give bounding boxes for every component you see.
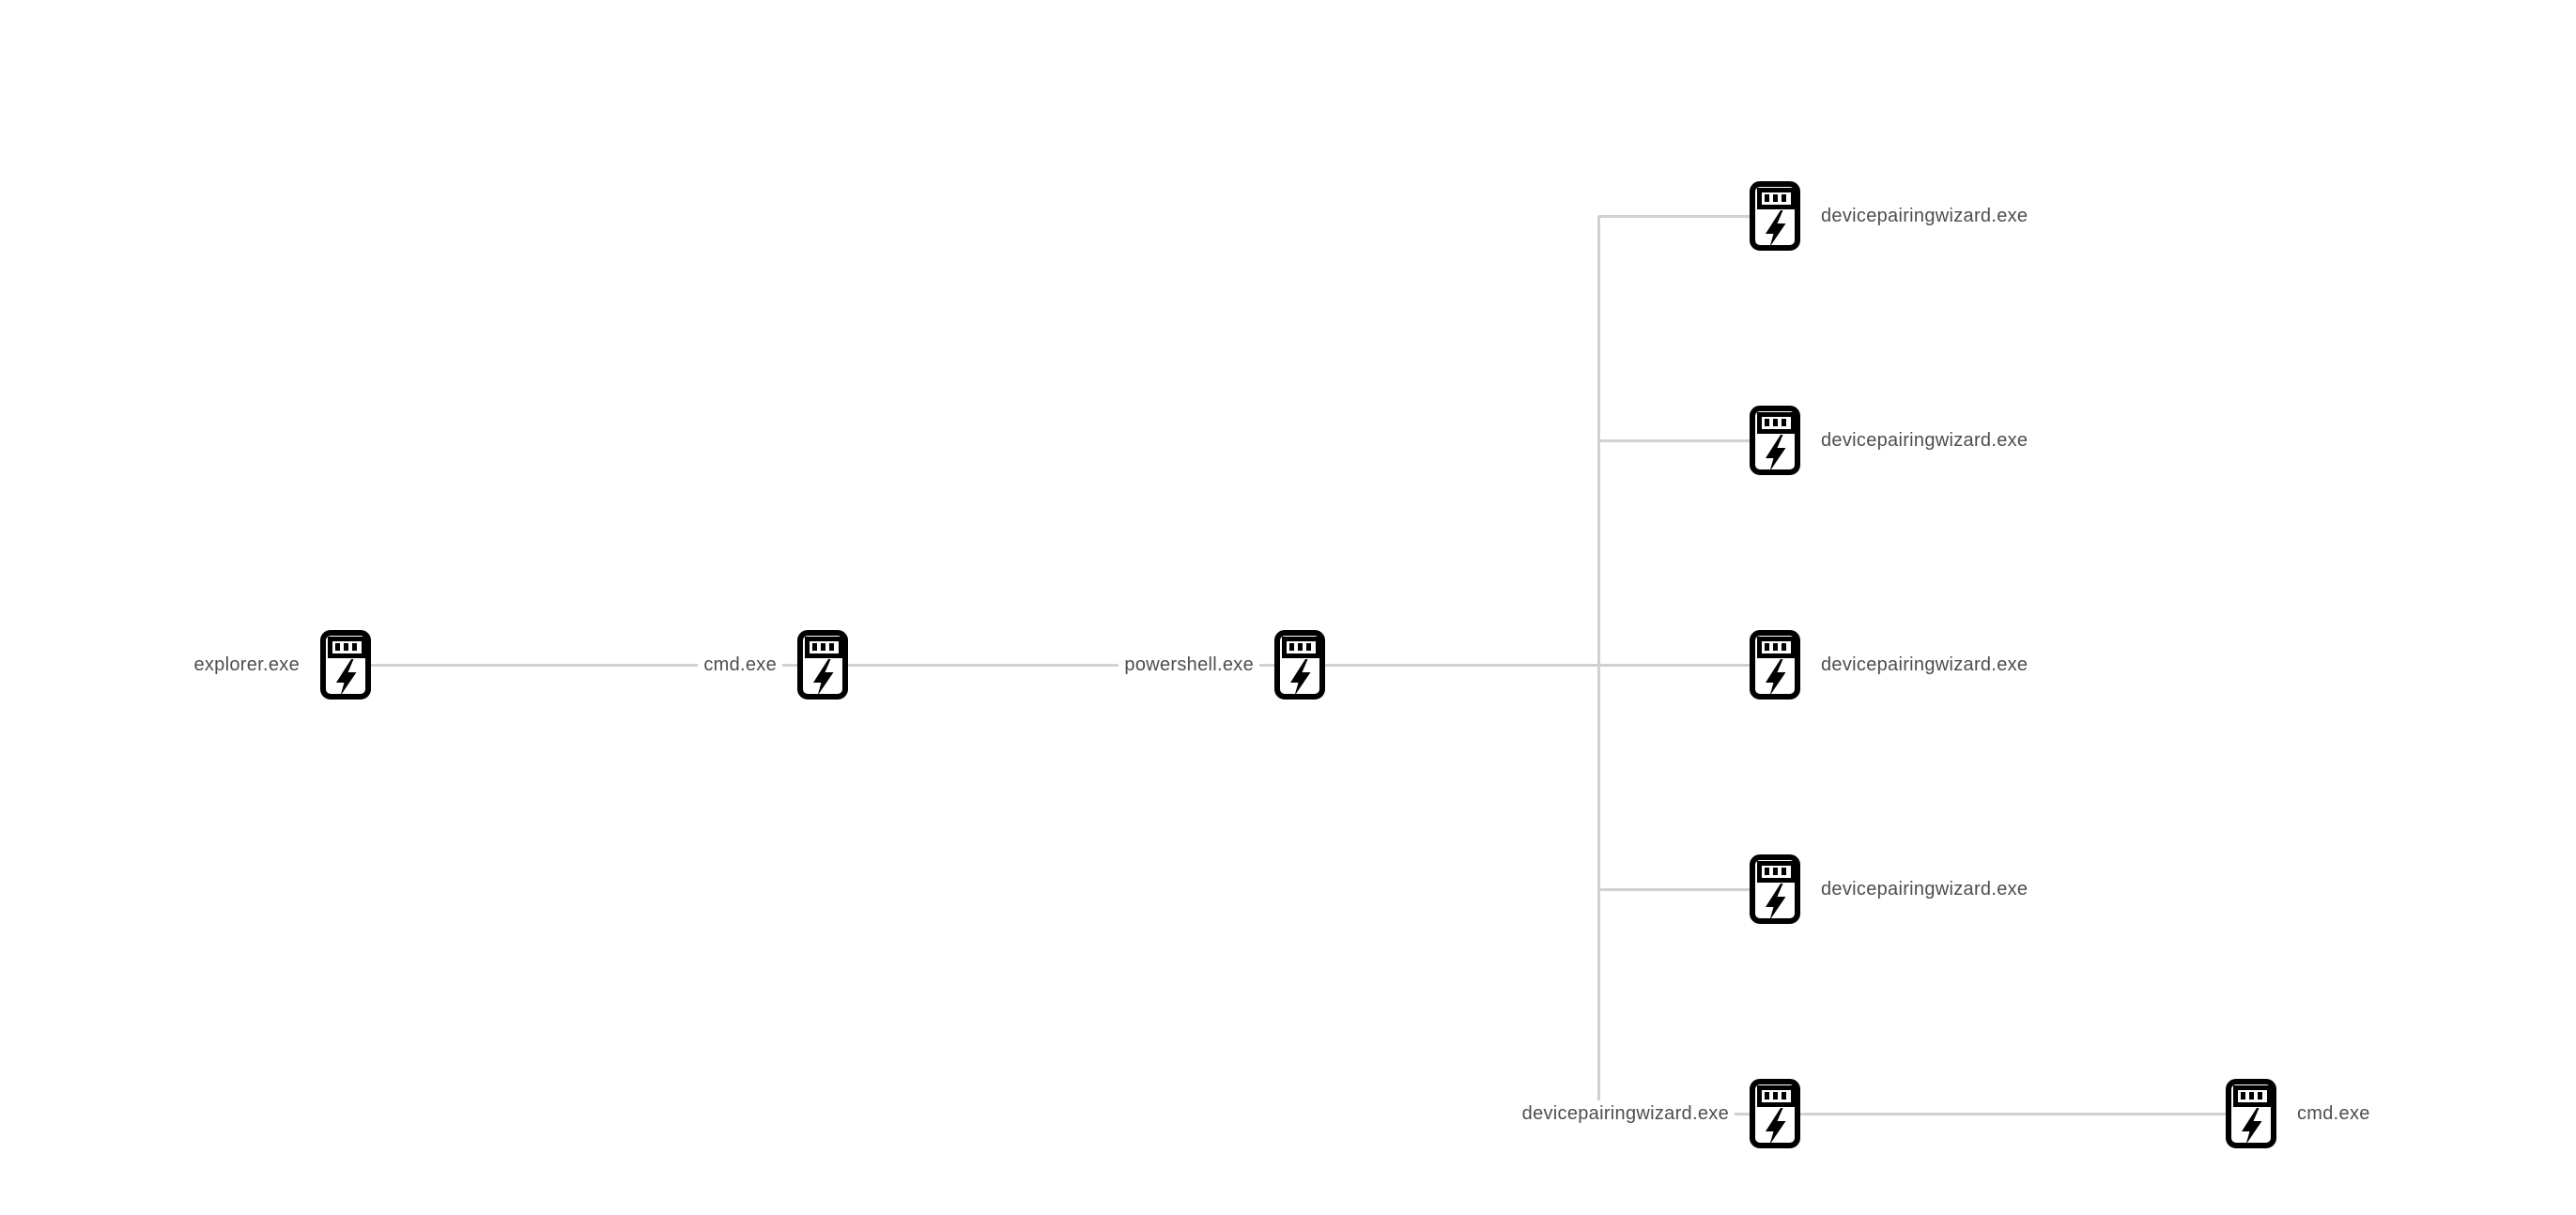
lightning-bolt [1290, 659, 1311, 696]
port-pin [1289, 643, 1294, 651]
lightning-bolt [2242, 1108, 2262, 1145]
edge-horizontal [1598, 214, 1775, 218]
node-label-dpw-5[interactable]: devicepairingwizard.exe [1516, 1100, 1735, 1127]
node-label-dpw-2[interactable]: devicepairingwizard.exe [1815, 427, 2034, 454]
process-node-dpw-2[interactable] [1750, 406, 1800, 475]
process-lightning-icon [1274, 630, 1325, 700]
port-pin [2249, 1092, 2254, 1100]
port-pin [1773, 1092, 1778, 1100]
process-lightning-icon [1750, 181, 1800, 251]
port-pin [1765, 643, 1769, 651]
node-label-explorer[interactable]: explorer.exe [188, 652, 305, 678]
port-pin [1306, 643, 1311, 651]
port-pin [1773, 419, 1778, 426]
edge-horizontal [1598, 887, 1775, 891]
port-pin [2241, 1092, 2245, 1100]
port-pin [1298, 643, 1303, 651]
port-pin [352, 643, 357, 651]
process-node-dpw-3[interactable] [1750, 630, 1800, 700]
lightning-bolt [1766, 435, 1786, 471]
port-pin [1782, 643, 1786, 651]
edge-horizontal [1775, 1112, 2251, 1115]
lightning-bolt [1766, 884, 1786, 920]
port-pin [2258, 1092, 2262, 1100]
process-lightning-icon [320, 630, 371, 700]
process-lightning-icon [1750, 630, 1800, 700]
port-pin [1773, 868, 1778, 875]
edge-horizontal [346, 663, 823, 667]
lightning-bolt [813, 659, 834, 696]
port-pin [1782, 194, 1786, 202]
port-pin [829, 643, 834, 651]
lightning-bolt [336, 659, 357, 696]
edge-vertical-trunk [1597, 216, 1600, 1114]
node-label-dpw-4[interactable]: devicepairingwizard.exe [1815, 876, 2034, 902]
lightning-bolt [1766, 210, 1786, 247]
port-pin [1765, 1092, 1769, 1100]
port-pin [1765, 194, 1769, 202]
node-label-dpw-1[interactable]: devicepairingwizard.exe [1815, 203, 2034, 229]
port-pin [344, 643, 348, 651]
port-pin [1773, 643, 1778, 651]
edge-horizontal [1300, 663, 1775, 667]
port-pin [1782, 868, 1786, 875]
lightning-bolt [1766, 659, 1786, 696]
process-node-dpw-4[interactable] [1750, 854, 1800, 924]
port-pin [1765, 419, 1769, 426]
port-pin [1782, 419, 1786, 426]
process-node-cmd-1[interactable] [797, 630, 848, 700]
process-node-cmd-2[interactable] [2226, 1079, 2276, 1148]
process-node-dpw-1[interactable] [1750, 181, 1800, 251]
node-label-cmd-2[interactable]: cmd.exe [2291, 1100, 2376, 1127]
port-pin [335, 643, 340, 651]
port-pin [1782, 1092, 1786, 1100]
node-label-dpw-3[interactable]: devicepairingwizard.exe [1815, 652, 2034, 678]
process-node-powershell[interactable] [1274, 630, 1325, 700]
port-pin [1773, 194, 1778, 202]
process-lightning-icon [2226, 1079, 2276, 1148]
process-lightning-icon [1750, 1079, 1800, 1148]
process-node-dpw-5[interactable] [1750, 1079, 1800, 1148]
port-pin [821, 643, 825, 651]
process-lightning-icon [1750, 854, 1800, 924]
process-lightning-icon [797, 630, 848, 700]
node-label-powershell[interactable]: powershell.exe [1118, 652, 1259, 678]
lightning-bolt [1766, 1108, 1786, 1145]
edge-horizontal [823, 663, 1300, 667]
port-pin [812, 643, 817, 651]
process-node-explorer[interactable] [320, 630, 371, 700]
node-label-cmd-1[interactable]: cmd.exe [698, 652, 782, 678]
edge-horizontal [1598, 438, 1775, 442]
process-lightning-icon [1750, 406, 1800, 475]
port-pin [1765, 868, 1769, 875]
